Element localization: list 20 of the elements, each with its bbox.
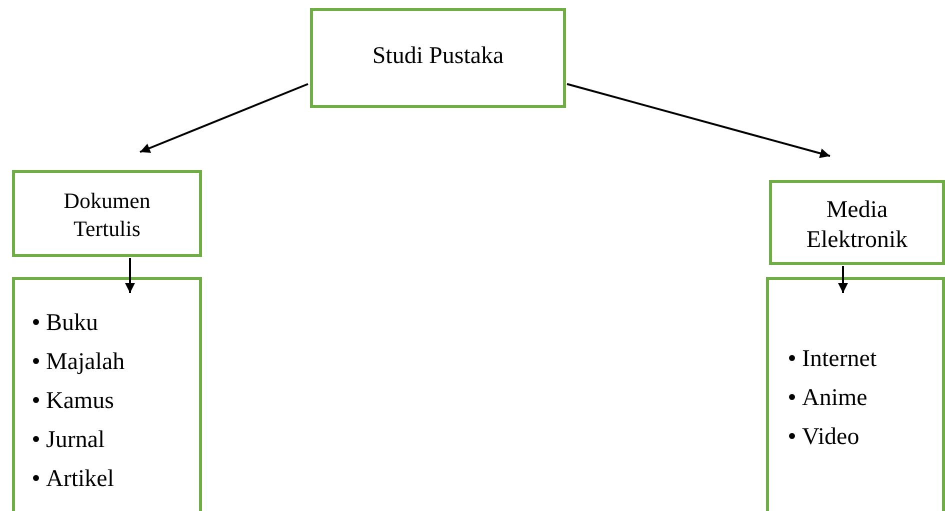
box-label: Media Elektronik xyxy=(805,196,909,255)
list-item: Kamus xyxy=(46,388,114,414)
list-box xyxy=(12,277,202,511)
box-label: Dokumen Tertulis xyxy=(62,187,152,242)
arrow xyxy=(140,83,308,153)
list-item: Internet xyxy=(802,346,877,372)
arrow xyxy=(838,266,848,293)
process-box xyxy=(769,180,945,265)
process-box xyxy=(12,170,202,257)
list-item: Artikel xyxy=(46,466,114,492)
process-box xyxy=(310,8,566,108)
arrow xyxy=(125,258,135,293)
list-item: Jurnal xyxy=(46,427,105,453)
list-box xyxy=(766,277,945,511)
list-item: Majalah xyxy=(46,349,125,375)
list-item: Anime xyxy=(802,385,868,411)
list-item: Video xyxy=(802,424,860,450)
arrow xyxy=(566,83,830,158)
list-item: Buku xyxy=(46,310,98,336)
box-label: Studi Pustaka xyxy=(371,42,505,71)
